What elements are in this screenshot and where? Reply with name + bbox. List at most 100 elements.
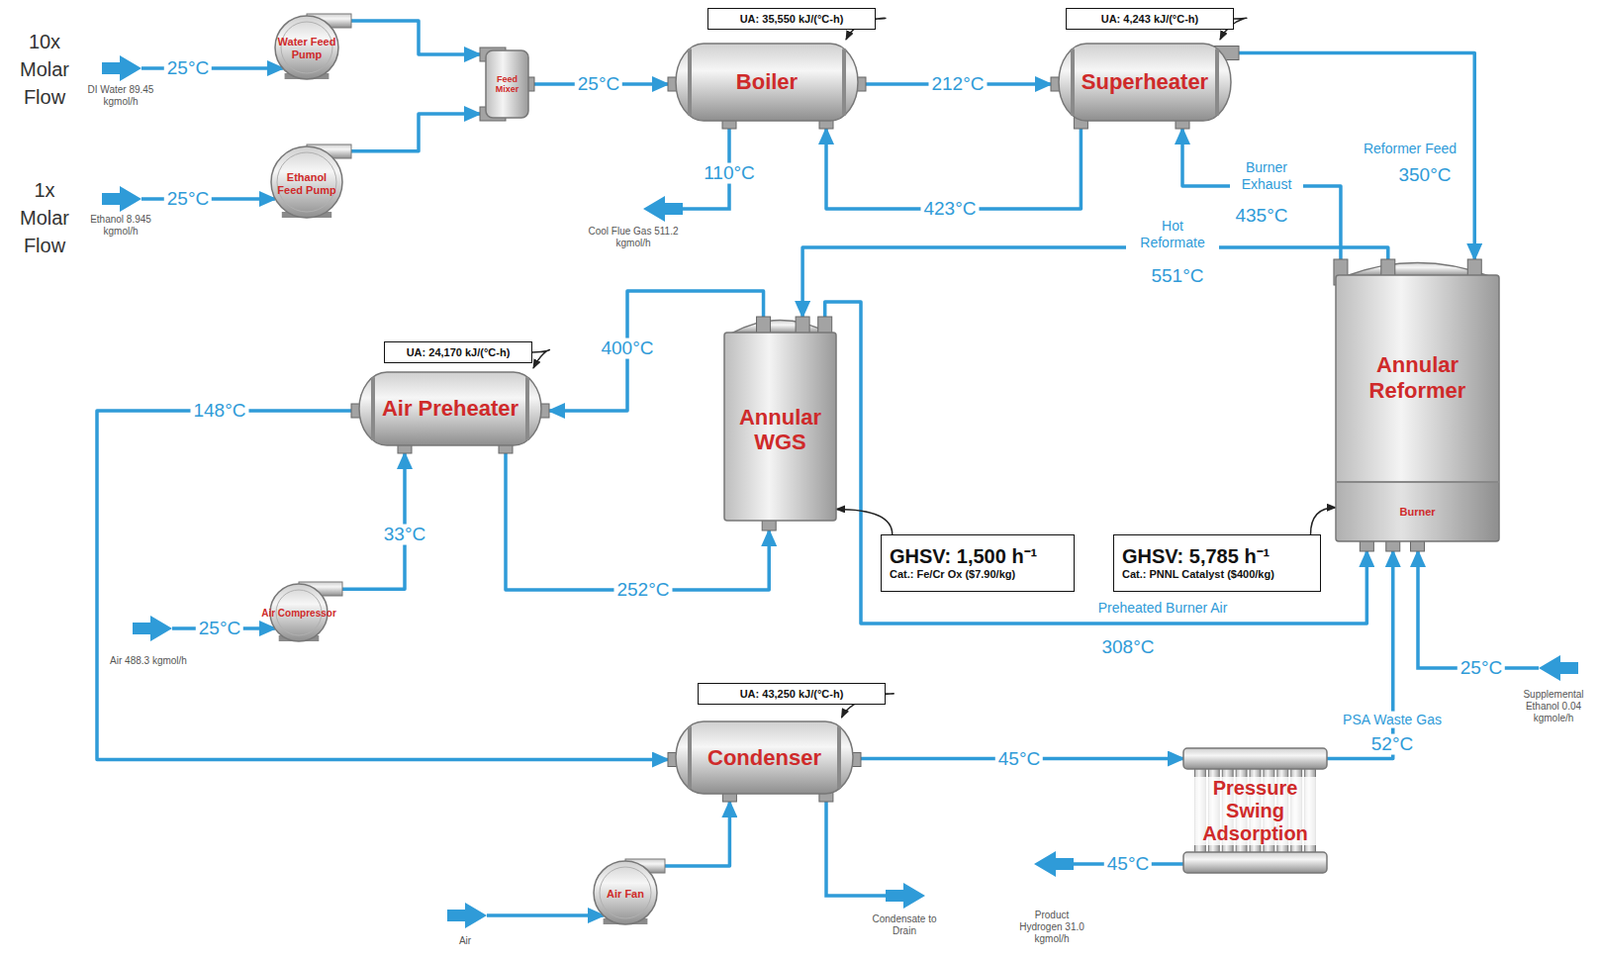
bottom-manifold: [1183, 851, 1327, 873]
process-stream: [1182, 128, 1341, 260]
burner-section: Burner: [1335, 481, 1500, 552]
supplemental-ethanol-line: [1417, 551, 1539, 668]
outlet-arrow: [1034, 850, 1074, 877]
stream-note: Air 488.3 kgmol/h: [103, 655, 193, 667]
node-label: UA: 24,170 kJ/(°C-h): [406, 346, 511, 360]
stream-note: Condensate to Drain: [869, 913, 940, 938]
stream-temperature: 25°C: [164, 188, 212, 210]
text-area: Boiler: [693, 45, 841, 119]
node-label: Cat.: PNNL Catalyst ($400/kg): [1122, 567, 1275, 581]
process-stream: [351, 113, 480, 152]
inlet-arrow: [132, 615, 173, 642]
text-area: Ethanol Feed Pump: [275, 156, 339, 212]
flange-band: [687, 48, 692, 115]
process-stream: [802, 247, 1389, 317]
exchanger-shell: [675, 721, 853, 794]
heat-exchanger: Superheater: [1050, 39, 1239, 129]
burner-zone: [1336, 481, 1499, 542]
mixer-body: [485, 50, 529, 118]
text-area: UA: 24,170 kJ/(°C-h): [390, 344, 526, 361]
process-stream: [865, 82, 1051, 87]
outlet-arrow: [643, 195, 683, 222]
flange-band: [837, 726, 842, 789]
node-label: Air Fan: [606, 887, 645, 901]
flow-ratio: 1x Molar Flow: [13, 176, 76, 260]
catalyst-callout: GHSV: 1,500 h⁻¹Cat.: Fe/Cr Ox ($7.90/kg): [880, 534, 1075, 592]
pump-symbol: Ethanol Feed Pump: [262, 138, 352, 218]
reactor-vessel: Annular ReformerBurner: [1335, 259, 1500, 552]
stream-temperature: 212°C: [928, 74, 987, 95]
text-area: Burner: [1339, 485, 1496, 538]
process-stream: [860, 758, 1184, 760]
stream-note: Cool Flue Gas 511.2 kgmol/h: [583, 225, 683, 250]
stream-temperature: 308°C: [1098, 637, 1157, 659]
text-area: Water Feed Pump: [275, 23, 339, 74]
pump-casing: [275, 15, 339, 80]
flange-band: [842, 48, 847, 115]
stream-temperature: 148°C: [189, 400, 249, 422]
stream-name: PSA Waste Gas: [1340, 711, 1444, 729]
text-area: Feed Mixer: [484, 54, 530, 114]
text-area: Annular WGS: [730, 340, 831, 519]
mixer-symbol: Feed Mixer: [479, 44, 535, 124]
text-area: Annular Reformer: [1343, 282, 1492, 472]
burner-divider: [1335, 480, 1500, 483]
stream-temperature: 435°C: [1231, 205, 1291, 227]
stream-temperature: 252°C: [613, 579, 672, 601]
stream-temperature: 33°C: [380, 524, 429, 546]
node-label: UA: 35,550 kJ/(°C-h): [740, 12, 845, 26]
leader-arrow: [836, 508, 893, 535]
pump-symbol: Water Feed Pump: [262, 7, 352, 80]
stream-name: Hot Reformate: [1126, 217, 1220, 252]
text-area: GHSV: 1,500 h⁻¹Cat.: Fe/Cr Ox ($7.90/kg): [889, 539, 1066, 587]
node-label: Condenser: [707, 745, 822, 770]
leader-arrow: [1311, 507, 1337, 535]
stream-note: Product Hydrogen 31.0 kgmol/h: [1012, 909, 1092, 945]
node-label: Annular Reformer: [1343, 352, 1492, 403]
condensate-line: [826, 801, 886, 896]
heat-exchanger: Boiler: [667, 39, 866, 129]
text-area: UA: 43,250 kJ/(°C-h): [704, 685, 879, 702]
ua-callout: UA: 24,170 kJ/(°C-h): [383, 341, 533, 364]
ethanol-feed-line: [141, 196, 276, 201]
water-feed-line: [141, 66, 283, 71]
stream-note: DI Water 89.45 kgmol/h: [76, 84, 166, 108]
stream-note: Air: [459, 935, 471, 947]
vessel-dome: [731, 320, 830, 335]
text-area: Superheater: [1076, 45, 1214, 119]
stream-temperature: 423°C: [920, 198, 979, 220]
inlet-arrow: [101, 55, 142, 82]
stream-temperature: 400°C: [597, 338, 657, 360]
process-stream: [664, 801, 730, 866]
text-area: Pressure Swing Adsorption: [1189, 770, 1321, 850]
node-label: Annular WGS: [730, 404, 831, 456]
process-stream: [825, 301, 1368, 624]
exchanger-shell: [1058, 43, 1231, 121]
inlet-arrow: [101, 186, 142, 212]
inlet-arrow: [1538, 655, 1579, 681]
heat-exchanger: Condenser: [667, 717, 861, 802]
vessel-body: [724, 332, 837, 521]
stream-temperature: 25°C: [164, 58, 212, 80]
stream-temperature: 25°C: [574, 74, 623, 95]
text-area: Air Compressor: [261, 591, 337, 636]
text-area: GHSV: 5,785 h⁻¹Cat.: PNNL Catalyst ($400…: [1122, 539, 1313, 587]
stream-temperature: 45°C: [1104, 853, 1152, 875]
top-manifold: [1183, 748, 1327, 769]
psa-unit: Pressure Swing Adsorption: [1183, 727, 1327, 876]
node-label: GHSV: 1,500 h⁻¹: [889, 545, 1037, 568]
process-stream: [534, 82, 668, 87]
node-label: Feed Mixer: [484, 74, 530, 95]
text-area: Air Preheater: [376, 374, 524, 444]
stream-name: Burner Exhaust: [1229, 159, 1304, 193]
stream-temperature: 45°C: [995, 749, 1043, 770]
stream-temperature: 110°C: [700, 163, 758, 185]
stream-temperature: 25°C: [1457, 658, 1506, 679]
process-stream: [351, 20, 480, 55]
node-label: Air Preheater: [381, 395, 519, 421]
reactor-vessel: Annular WGS: [724, 316, 837, 531]
vessel-body: [1335, 275, 1500, 542]
node-label: UA: 4,243 kJ/(°C-h): [1101, 12, 1200, 26]
air-feed-line: [172, 626, 276, 631]
